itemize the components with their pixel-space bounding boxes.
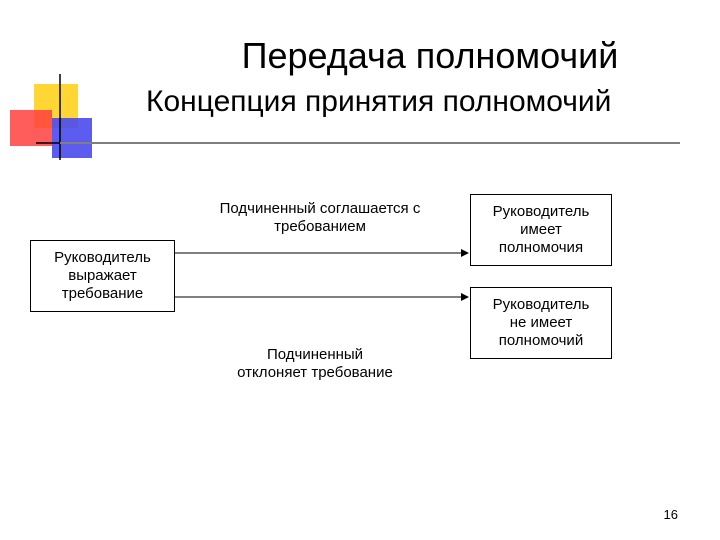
no-authority-box: Руководитель не имеет полномочий <box>470 287 612 359</box>
decor-red-square <box>10 110 52 146</box>
no-authority-text: Руководитель не имеет полномочий <box>492 296 590 349</box>
manager-request-text: Руководитель выражает требование <box>54 249 151 302</box>
manager-request-box: Руководитель выражает требование <box>30 240 175 312</box>
corner-decoration <box>10 74 100 160</box>
has-authority-text: Руководитель имеет полномочия <box>492 203 590 256</box>
accept-label: Подчиненный соглашается с требованием <box>219 200 421 235</box>
reject-label: Подчиненный отклоняет требование <box>237 346 393 381</box>
page-number: 16 <box>663 507 678 522</box>
slide-title: Передача полномочий <box>241 35 619 76</box>
slide-subtitle: Концепция принятия полномочий <box>146 85 612 118</box>
decor-blue-square <box>52 118 92 158</box>
has-authority-box: Руководитель имеет полномочия <box>470 194 612 266</box>
title-rule <box>60 142 680 144</box>
